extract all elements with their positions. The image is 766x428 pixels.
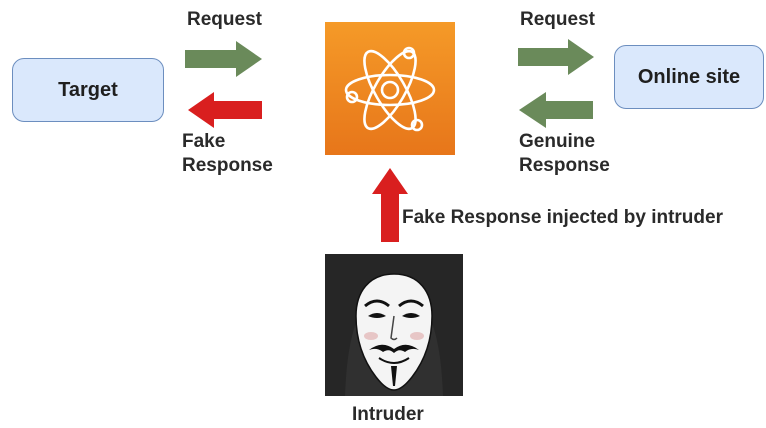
- genuine-response-line2: Response: [519, 155, 610, 176]
- genuine-response-label: Genuine Response: [519, 130, 610, 178]
- request-arrow-left: [185, 41, 262, 77]
- target-node: Target: [12, 58, 164, 122]
- nucleus: [380, 80, 400, 100]
- orbit-3: [363, 49, 417, 131]
- request-label-right: Request: [520, 9, 595, 30]
- guy-fawkes-mask-icon: [345, 273, 443, 396]
- genuine-response-line1: Genuine: [519, 131, 596, 152]
- proxy-node: [325, 22, 455, 155]
- online-site-label: Online site: [637, 65, 741, 88]
- electron-1: [345, 90, 359, 104]
- injection-arrow: [372, 168, 408, 242]
- injected-label: Fake Response injected by intruder: [402, 207, 723, 228]
- intruder-node: [325, 254, 463, 396]
- fake-response-line2: Response: [182, 155, 273, 176]
- request-label-left: Request: [187, 9, 262, 30]
- fake-response-label: Fake Response: [182, 130, 273, 178]
- atom-icon: [344, 46, 436, 132]
- electron-2: [402, 46, 416, 60]
- intruder-label: Intruder: [352, 404, 424, 425]
- fake-response-arrow: [188, 92, 262, 128]
- genuine-response-arrow: [519, 92, 593, 128]
- target-label: Target: [58, 78, 118, 101]
- orbit-1: [344, 73, 436, 107]
- fake-response-line1: Fake: [182, 131, 226, 152]
- online-site-node: Online site: [614, 45, 764, 109]
- electron-3: [410, 118, 424, 132]
- request-arrow-right: [518, 39, 594, 75]
